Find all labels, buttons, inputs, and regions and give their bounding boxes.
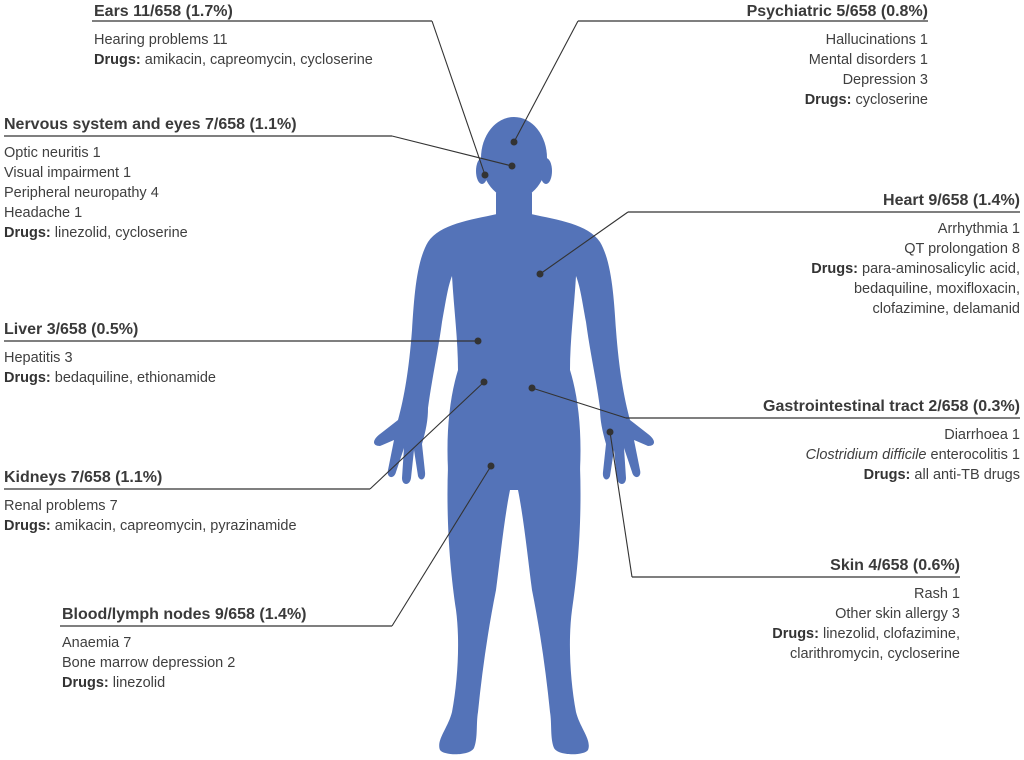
drugs-label: Drugs:	[4, 370, 51, 386]
psychiatric-leader	[513, 20, 579, 143]
nervous-drugs: Drugs: linezolid, cycloserine	[4, 223, 297, 243]
blood-dot	[487, 462, 495, 470]
kidneys-dot	[480, 378, 488, 386]
drugs-list: linezolid, cycloserine	[54, 225, 188, 241]
kidneys-block: Kidneys 7/658 (1.1%) Renal problems 7 Dr…	[4, 468, 297, 536]
psychiatric-item: Depression 3	[842, 72, 928, 88]
heart-item: Arrhythmia 1	[937, 221, 1020, 237]
psychiatric-item: Mental disorders 1	[808, 52, 928, 68]
drugs-list: para-aminosalicylic acid,	[862, 261, 1020, 277]
kidneys-leader	[369, 381, 485, 490]
psychiatric-item: Hallucinations 1	[825, 32, 928, 48]
heart-drugs-cont: clofazimine, delamanid	[872, 301, 1021, 317]
blood-item: Anaemia 7	[62, 635, 132, 651]
skin-item: Rash 1	[914, 586, 960, 602]
nervous-title: Nervous system and eyes 7/658 (1.1%)	[4, 116, 297, 133]
liver-block: Liver 3/658 (0.5%) Hepatitis 3 Drugs: be…	[4, 320, 216, 388]
drugs-list: amikacin, capreomycin, cycloserine	[144, 52, 373, 68]
blood-item: Bone marrow depression 2	[62, 655, 236, 671]
gi-leader	[531, 387, 627, 419]
skin-leader	[609, 431, 633, 578]
gi-dot	[528, 384, 536, 392]
human-silhouette	[374, 117, 654, 755]
gi-item: Clostridium difficile enterocolitis 1	[763, 445, 1020, 465]
skin-dot	[606, 428, 614, 436]
heart-title: Heart 9/658 (1.4%)	[883, 192, 1020, 209]
psychiatric-title: Psychiatric 5/658 (0.8%)	[746, 3, 928, 20]
drugs-list: cycloserine	[855, 92, 928, 108]
leader-lines	[4, 20, 1020, 627]
kidneys-title: Kidneys 7/658 (1.1%)	[4, 469, 163, 486]
kidneys-item: Renal problems 7	[4, 498, 118, 514]
heart-item: QT prolongation 8	[904, 241, 1020, 257]
ears-drugs: Drugs: amikacin, capreomycin, cycloserin…	[94, 50, 373, 70]
psychiatric-drugs: Drugs: cycloserine	[747, 90, 928, 110]
nervous-item: Visual impairment 1	[4, 165, 132, 181]
drugs-label: Drugs:	[863, 467, 911, 483]
drugs-label: Drugs:	[4, 518, 51, 534]
gi-italic: Clostridium difficile	[805, 447, 927, 463]
skin-drugs: Drugs: linezolid, clofazimine,	[772, 624, 960, 644]
gi-title: Gastrointestinal tract 2/658 (0.3%)	[763, 398, 1020, 415]
heart-drugs-cont: bedaquiline, moxifloxacin,	[853, 281, 1020, 297]
drugs-label: Drugs:	[4, 225, 51, 241]
heart-dot	[536, 270, 544, 278]
gi-block: Gastrointestinal tract 2/658 (0.3%) Diar…	[763, 397, 1020, 485]
drugs-list: bedaquiline, ethionamide	[54, 370, 217, 386]
psychiatric-block: Psychiatric 5/658 (0.8%) Hallucinations …	[747, 2, 928, 110]
kidneys-drugs: Drugs: amikacin, capreomycin, pyrazinami…	[4, 516, 297, 536]
ears-leader	[431, 20, 486, 176]
ears-item: Hearing problems 11	[94, 32, 228, 48]
liver-item: Hepatitis 3	[4, 350, 73, 366]
drugs-label: Drugs:	[811, 261, 859, 277]
skin-block: Skin 4/658 (0.6%) Rash 1 Other skin alle…	[772, 556, 960, 664]
heart-leader	[539, 211, 629, 275]
blood-leader	[391, 465, 492, 627]
gi-item: Diarrhoea 1	[944, 427, 1020, 443]
ears-block: Ears 11/658 (1.7%) Hearing problems 11 D…	[94, 2, 373, 70]
drugs-label: Drugs:	[772, 626, 819, 642]
nervous-dot	[508, 162, 516, 170]
drugs-label: Drugs:	[94, 52, 141, 68]
skin-item: Other skin allergy 3	[835, 606, 960, 622]
drugs-list: linezolid	[112, 675, 166, 691]
nervous-leader	[391, 135, 513, 167]
blood-title: Blood/lymph nodes 9/658 (1.4%)	[62, 606, 307, 623]
blood-block: Blood/lymph nodes 9/658 (1.4%) Anaemia 7…	[62, 605, 307, 693]
ears-title: Ears 11/658 (1.7%)	[94, 3, 233, 20]
ears-dot	[481, 171, 489, 179]
skin-title: Skin 4/658 (0.6%)	[830, 557, 960, 574]
nervous-item: Optic neuritis 1	[4, 145, 101, 161]
skin-drugs-cont: clarithromycin, cycloserine	[789, 646, 960, 662]
liver-dot	[474, 337, 482, 345]
drugs-label: Drugs:	[62, 675, 109, 691]
liver-title: Liver 3/658 (0.5%)	[4, 321, 139, 338]
psychiatric-dot	[510, 138, 518, 146]
blood-drugs: Drugs: linezolid	[62, 673, 307, 693]
heart-block: Heart 9/658 (1.4%) Arrhythmia 1 QT prolo…	[811, 191, 1020, 319]
heart-drugs: Drugs: para-aminosalicylic acid,	[811, 259, 1020, 279]
drugs-list: all anti-TB drugs	[914, 467, 1020, 483]
liver-drugs: Drugs: bedaquiline, ethionamide	[4, 368, 216, 388]
drugs-label: Drugs:	[804, 92, 852, 108]
nervous-block: Nervous system and eyes 7/658 (1.1%) Opt…	[4, 115, 297, 243]
nervous-item: Headache 1	[4, 205, 83, 221]
gi-drugs: Drugs: all anti-TB drugs	[763, 465, 1020, 485]
gi-italic-rest: enterocolitis 1	[926, 447, 1020, 463]
organ-dots	[474, 138, 614, 470]
nervous-item: Peripheral neuropathy 4	[4, 185, 159, 201]
drugs-list: amikacin, capreomycin, pyrazinamide	[54, 518, 297, 534]
drugs-list: linezolid, clofazimine,	[822, 626, 960, 642]
